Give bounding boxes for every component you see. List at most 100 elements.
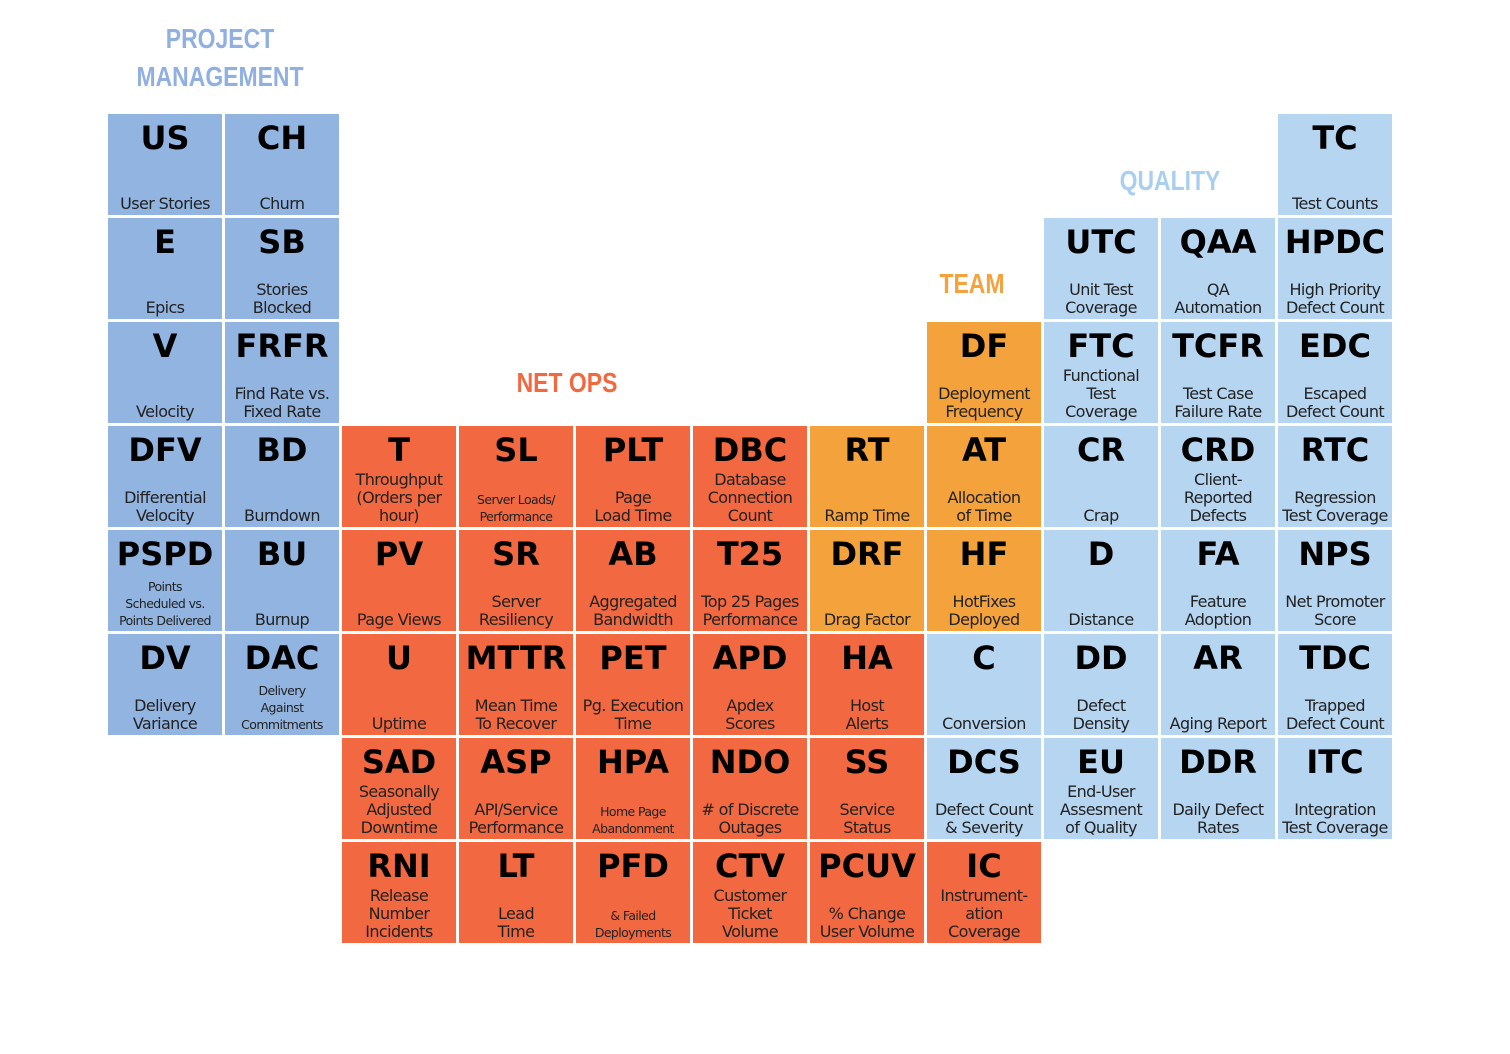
metric-description: Differential Velocity <box>124 488 206 525</box>
metric-description: Regression Test Coverage <box>1282 488 1388 525</box>
metric-cell-qaa: QAA QA Automation <box>1161 218 1275 319</box>
metric-description: Defect Density <box>1072 696 1130 733</box>
metric-symbol: DD <box>1074 639 1128 677</box>
metric-symbol: RTC <box>1300 431 1370 469</box>
metric-description: Service Status <box>839 800 896 837</box>
metric-description: Deployment Frequency <box>938 384 1030 421</box>
metric-cell-hf: HF HotFixes Deployed <box>927 530 1041 631</box>
metric-symbol: SL <box>494 431 538 469</box>
metric-symbol: DBC <box>712 431 788 469</box>
metric-symbol: CTV <box>714 847 786 885</box>
metric-symbol: DFV <box>128 431 202 469</box>
metric-symbol: EDC <box>1299 327 1371 365</box>
metric-description: Top 25 Pages Performance <box>701 592 799 629</box>
metric-description: Delivery Against Commitments <box>241 683 323 732</box>
metric-symbol: FA <box>1196 535 1240 573</box>
metric-description: Host Alerts <box>845 696 889 733</box>
metric-cell-pcuv: PCUV% Change User Volume <box>810 842 924 943</box>
metric-description: HotFixes Deployed <box>948 592 1020 629</box>
metric-description: Velocity <box>136 402 195 421</box>
metric-symbol: BD <box>256 431 308 469</box>
metric-symbol: US <box>140 119 190 157</box>
metric-symbol: APD <box>712 639 788 677</box>
metric-symbol: BU <box>256 535 308 573</box>
metric-description: Delivery Variance <box>132 696 198 733</box>
metric-description: QA Automation <box>1174 280 1262 317</box>
metric-description: % Change User Volume <box>819 904 915 941</box>
metric-description: Integration Test Coverage <box>1282 800 1388 837</box>
metric-description: Find Rate vs. Fixed Rate <box>234 384 330 421</box>
metric-symbol: NDO <box>709 743 791 781</box>
metric-symbol: HA <box>841 639 893 677</box>
metric-cell-sl: SL Server Loads/ Performance <box>459 426 573 527</box>
metric-symbol: QAA <box>1179 223 1257 261</box>
metric-symbol: U <box>386 639 412 677</box>
metric-description: Aging Report <box>1169 714 1267 733</box>
metric-cell-fa: FA Feature Adoption <box>1161 530 1275 631</box>
metric-description: & Failed Deployments <box>594 908 672 940</box>
metric-description: # of Discrete Outages <box>701 800 799 837</box>
metric-symbol: SAD <box>361 743 437 781</box>
metric-symbol: PLT <box>602 431 664 469</box>
metric-description: Server Resiliency <box>478 592 554 629</box>
metric-cell-rtc: RTC Regression Test Coverage <box>1278 426 1392 527</box>
metric-description: Client- Reported Defects <box>1183 470 1253 525</box>
metric-symbol: AR <box>1193 639 1243 677</box>
metric-symbol: CH <box>256 119 308 157</box>
metric-description: Customer Ticket Volume <box>713 886 788 941</box>
metric-description: Test Counts <box>1292 194 1378 213</box>
metric-symbol: AT <box>961 431 1007 469</box>
metric-description: Escaped Defect Count <box>1285 384 1385 421</box>
metric-description: Feature Adoption <box>1184 592 1252 629</box>
metric-symbol: SS <box>844 743 890 781</box>
metric-description: Epics <box>145 298 185 317</box>
metric-description: Instrument- ation Coverage <box>940 886 1028 941</box>
metric-symbol: UTC <box>1065 223 1137 261</box>
metric-symbol: DDR <box>1179 743 1257 781</box>
heading-team: TEAM <box>939 268 1005 299</box>
metric-symbol: EU <box>1077 743 1125 781</box>
metric-description: Aggregated Bandwidth <box>589 592 677 629</box>
metric-symbol: T <box>388 431 410 469</box>
metric-description: Server Loads/ Performance <box>477 492 555 524</box>
metric-description: Trapped Defect Count <box>1285 696 1385 733</box>
metric-cell-ar: AR Aging Report <box>1161 634 1275 735</box>
metric-symbol: PET <box>599 639 667 677</box>
metric-symbol: RT <box>844 431 890 469</box>
metric-cell-ha: HA Host Alerts <box>810 634 924 735</box>
metric-symbol: PV <box>374 535 424 573</box>
metric-symbol: RNI <box>367 847 431 885</box>
metric-symbol: ASP <box>480 743 552 781</box>
metric-symbol: HF <box>959 535 1009 573</box>
